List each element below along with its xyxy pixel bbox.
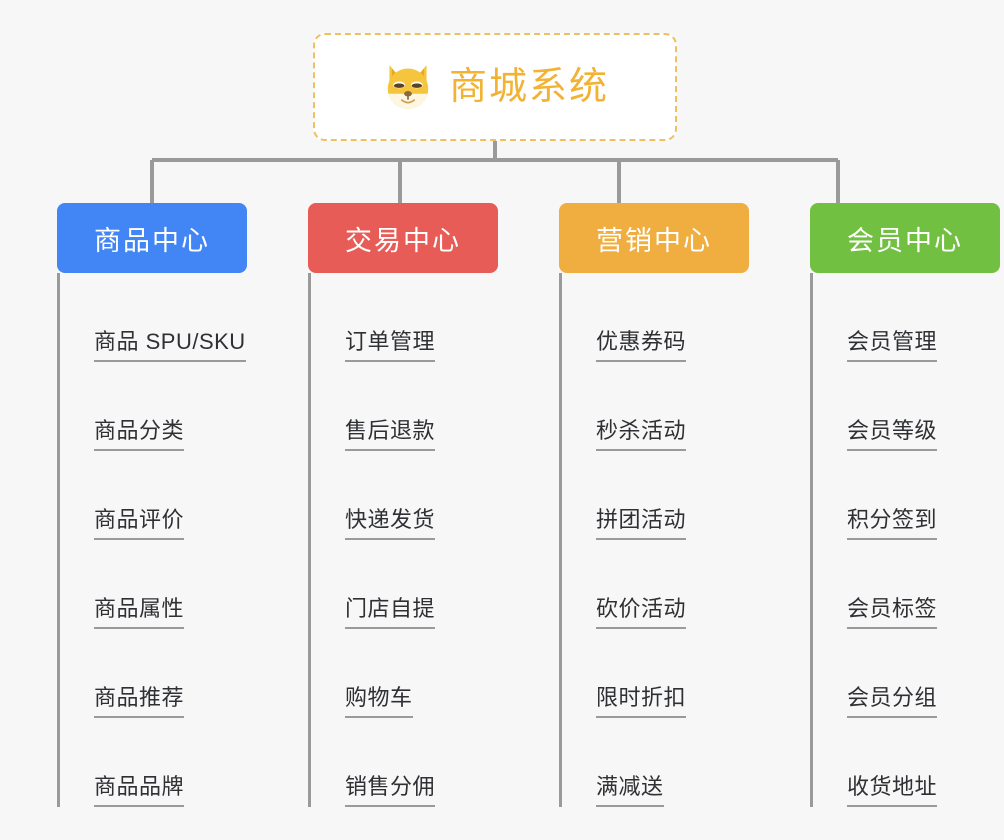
- leaf-label: 会员管理: [847, 329, 938, 362]
- column-header-marketing-center[interactable]: 营销中心: [559, 203, 749, 273]
- leaf-item[interactable]: 限时折扣: [562, 629, 749, 718]
- leaf-label: 收货地址: [847, 774, 938, 807]
- leaf-item[interactable]: 积分签到: [813, 451, 1000, 540]
- leaf-list-product-center: 商品 SPU/SKU 商品分类 商品评价 商品属性 商品推荐 商品品牌: [57, 273, 247, 807]
- leaf-item[interactable]: 订单管理: [311, 273, 498, 362]
- leaf-item[interactable]: 商品评价: [60, 451, 247, 540]
- leaf-item[interactable]: 会员等级: [813, 362, 1000, 451]
- leaf-label: 商品 SPU/SKU: [94, 329, 246, 362]
- leaf-label: 限时折扣: [596, 685, 687, 718]
- leaf-label: 购物车: [345, 685, 413, 718]
- branch-column-member-center: 会员中心 会员管理 会员等级 积分签到 会员标签 会员分组 收货地址: [753, 203, 1004, 807]
- leaf-item[interactable]: 收货地址: [813, 718, 1000, 807]
- leaf-label: 商品推荐: [94, 685, 185, 718]
- leaf-item[interactable]: 快递发货: [311, 451, 498, 540]
- leaf-item[interactable]: 商品 SPU/SKU: [60, 273, 247, 362]
- leaf-list-marketing-center: 优惠券码 秒杀活动 拼团活动 砍价活动 限时折扣 满减送: [559, 273, 749, 807]
- leaf-label: 商品评价: [94, 507, 185, 540]
- leaf-label: 秒杀活动: [596, 418, 687, 451]
- root-title: 商城系统: [448, 66, 609, 108]
- leaf-item[interactable]: 商品分类: [60, 362, 247, 451]
- leaf-item[interactable]: 满减送: [562, 718, 749, 807]
- leaf-item[interactable]: 会员分组: [813, 629, 1000, 718]
- root-node[interactable]: 商城系统: [313, 33, 677, 141]
- leaf-item[interactable]: 售后退款: [311, 362, 498, 451]
- leaf-item[interactable]: 优惠券码: [562, 273, 749, 362]
- leaf-label: 快递发货: [345, 507, 436, 540]
- leaf-label: 商品属性: [94, 596, 185, 629]
- leaf-label: 会员等级: [847, 418, 938, 451]
- leaf-item[interactable]: 商品品牌: [60, 718, 247, 807]
- column-header-product-center[interactable]: 商品中心: [57, 203, 247, 273]
- branch-columns: 商品中心 商品 SPU/SKU 商品分类 商品评价 商品属性 商品推荐 商品品牌…: [0, 203, 1004, 807]
- leaf-item[interactable]: 砍价活动: [562, 540, 749, 629]
- leaf-item[interactable]: 商品推荐: [60, 629, 247, 718]
- leaf-label: 会员标签: [847, 596, 938, 629]
- leaf-item[interactable]: 购物车: [311, 629, 498, 718]
- leaf-label: 优惠券码: [596, 329, 687, 362]
- column-header-member-center[interactable]: 会员中心: [810, 203, 1000, 273]
- leaf-list-trade-center: 订单管理 售后退款 快递发货 门店自提 购物车 销售分佣: [308, 273, 498, 807]
- leaf-label: 积分签到: [847, 507, 938, 540]
- leaf-item[interactable]: 会员标签: [813, 540, 1000, 629]
- branch-column-marketing-center: 营销中心 优惠券码 秒杀活动 拼团活动 砍价活动 限时折扣 满减送: [502, 203, 753, 807]
- branch-column-trade-center: 交易中心 订单管理 售后退款 快递发货 门店自提 购物车 销售分佣: [251, 203, 502, 807]
- leaf-label: 拼团活动: [596, 507, 687, 540]
- shiba-dog-face-icon: [387, 65, 429, 113]
- branch-column-product-center: 商品中心 商品 SPU/SKU 商品分类 商品评价 商品属性 商品推荐 商品品牌: [0, 203, 251, 807]
- leaf-item[interactable]: 门店自提: [311, 540, 498, 629]
- leaf-list-member-center: 会员管理 会员等级 积分签到 会员标签 会员分组 收货地址: [810, 273, 1000, 807]
- leaf-label: 商品分类: [94, 418, 185, 451]
- leaf-label: 商品品牌: [94, 774, 185, 807]
- leaf-item[interactable]: 销售分佣: [311, 718, 498, 807]
- leaf-item[interactable]: 拼团活动: [562, 451, 749, 540]
- leaf-label: 会员分组: [847, 685, 938, 718]
- leaf-label: 满减送: [596, 774, 664, 807]
- column-header-trade-center[interactable]: 交易中心: [308, 203, 498, 273]
- leaf-label: 销售分佣: [345, 774, 436, 807]
- leaf-label: 砍价活动: [596, 596, 687, 629]
- leaf-label: 售后退款: [345, 418, 436, 451]
- leaf-label: 门店自提: [345, 596, 436, 629]
- leaf-item[interactable]: 秒杀活动: [562, 362, 749, 451]
- leaf-item[interactable]: 商品属性: [60, 540, 247, 629]
- leaf-label: 订单管理: [345, 329, 436, 362]
- leaf-item[interactable]: 会员管理: [813, 273, 1000, 362]
